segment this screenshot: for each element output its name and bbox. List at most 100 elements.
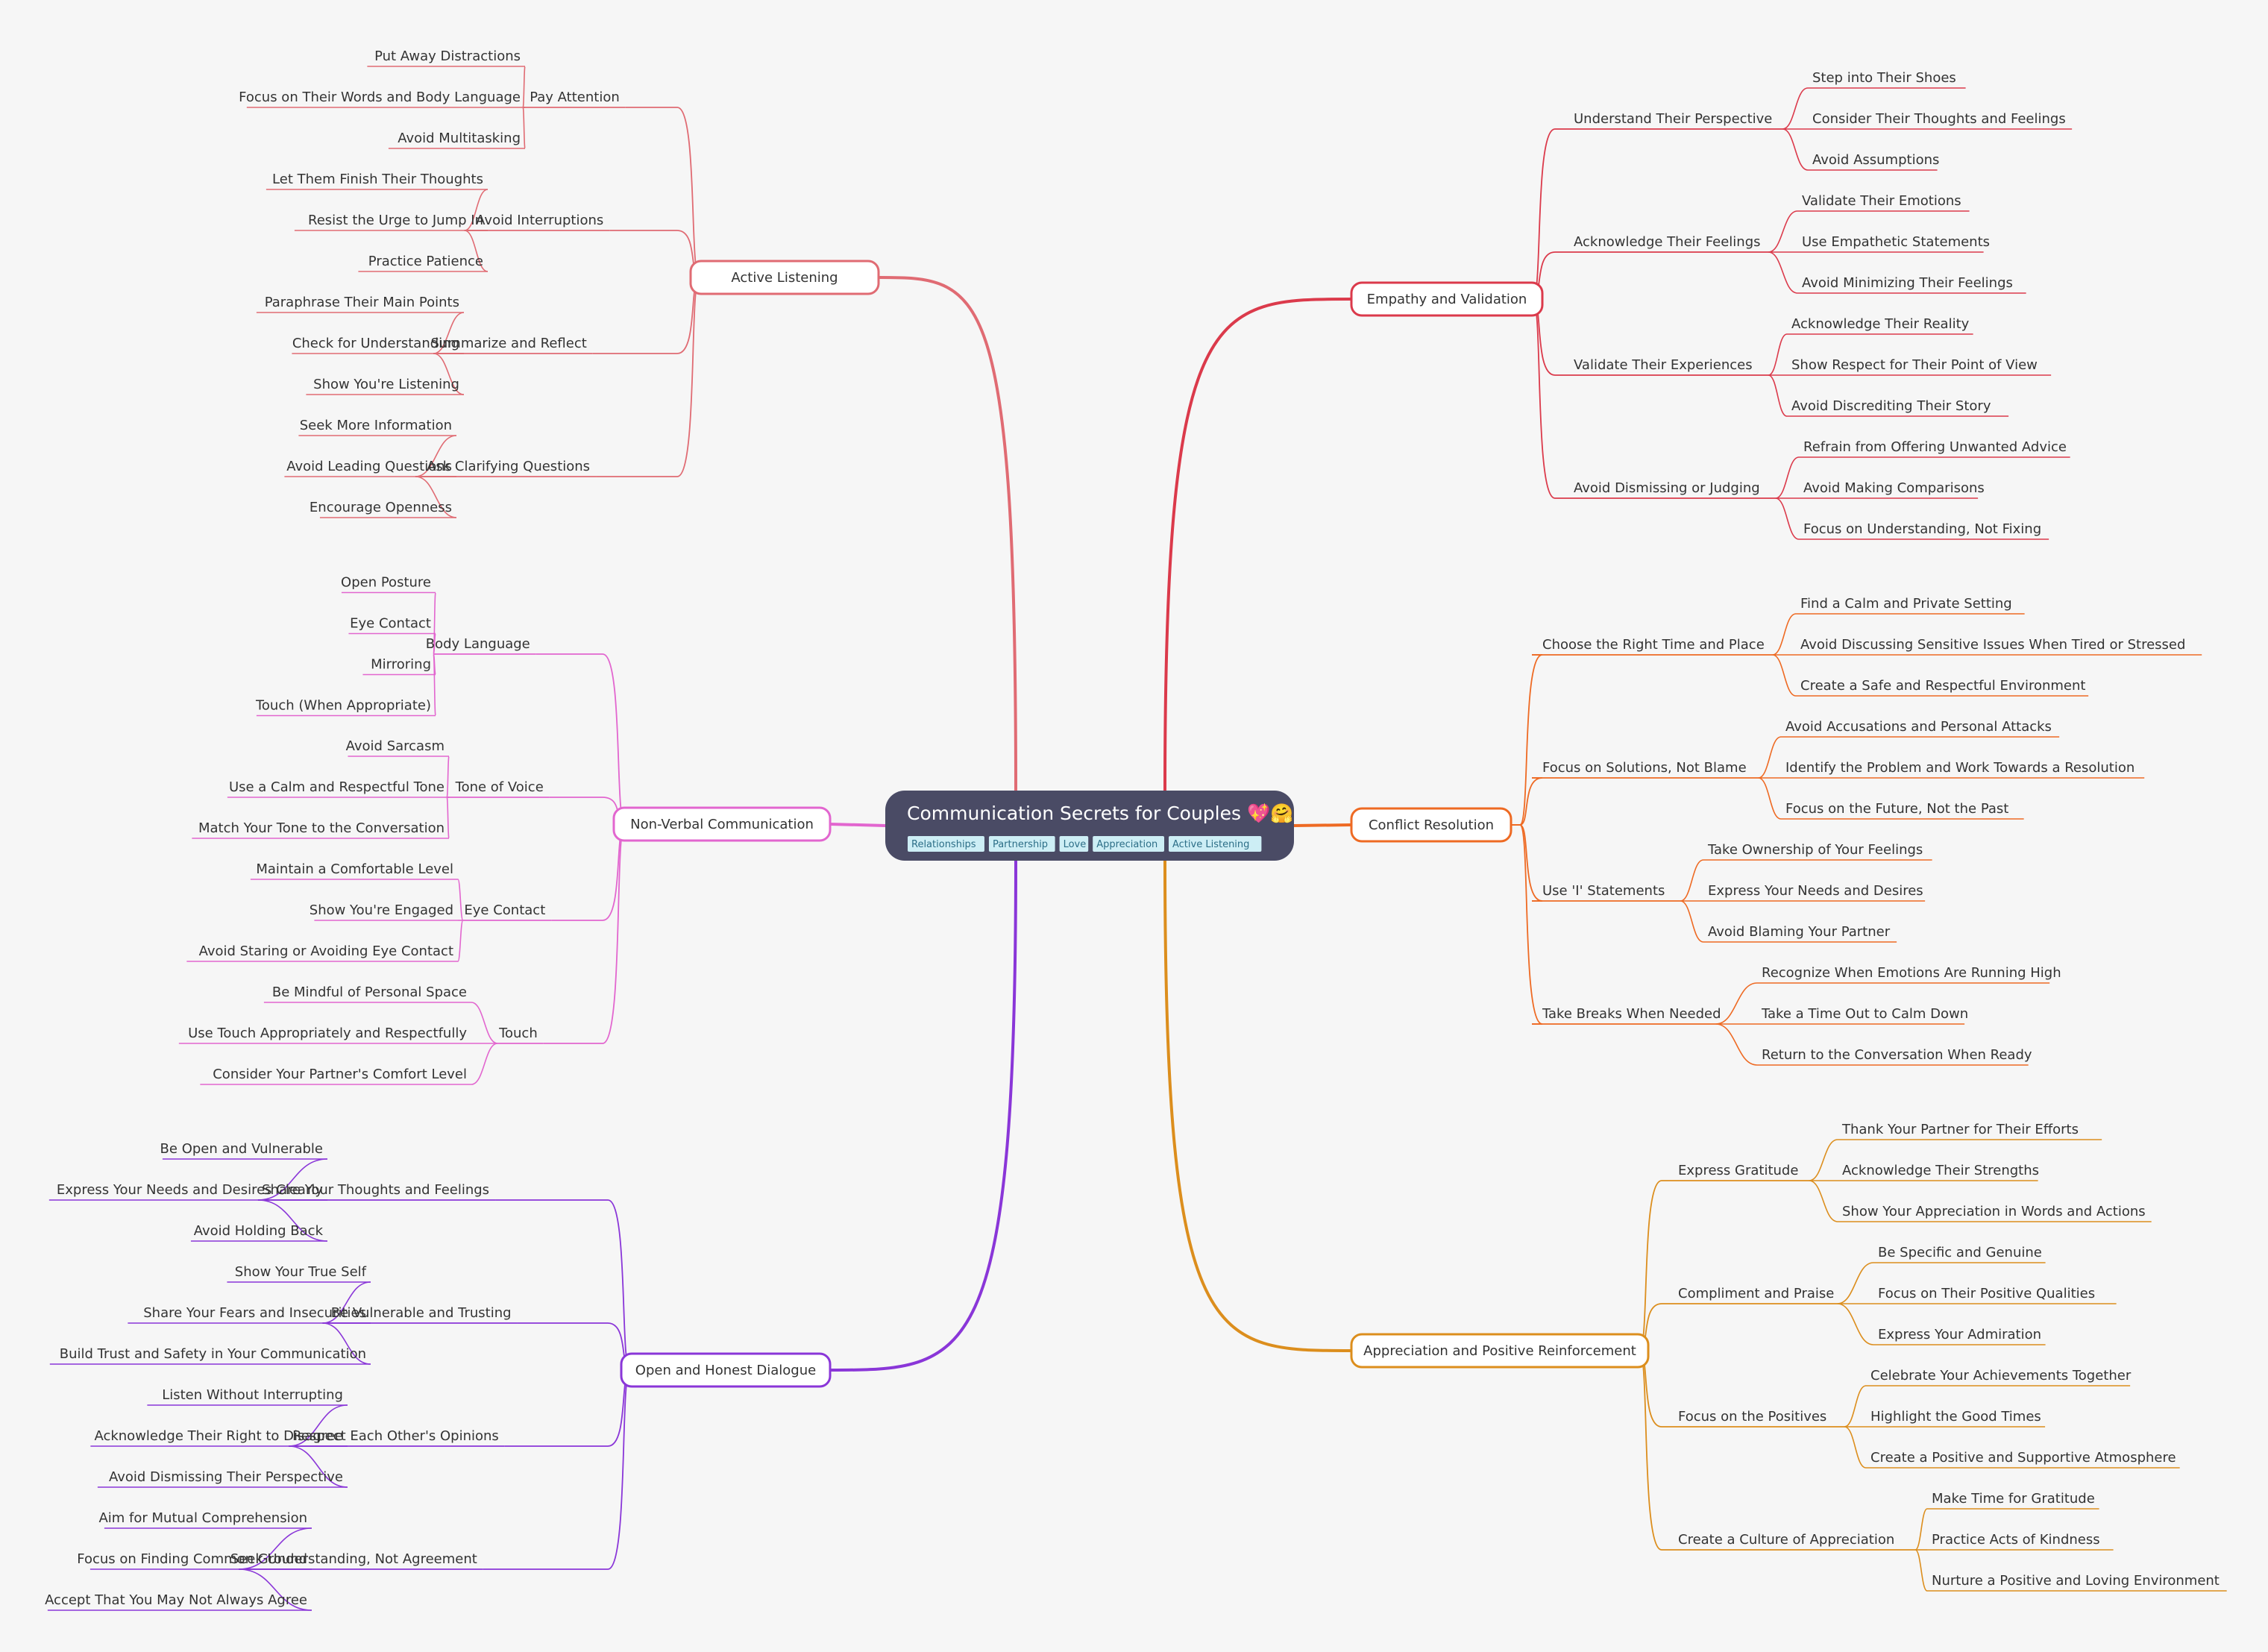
leaf-show-you-re-engaged[interactable]: Show You're Engaged — [310, 902, 458, 921]
branch-node-empathy-and-validation[interactable] — [1350, 281, 1544, 317]
branch-node-active-listening[interactable] — [689, 260, 880, 295]
leaf-make-time-for-gratitude[interactable]: Make Time for Gratitude — [1927, 1491, 2099, 1510]
leaf-touch-when-appropriate[interactable]: Touch (When Appropriate) — [255, 698, 436, 717]
leaf-avoid-holding-back[interactable]: Avoid Holding Back — [190, 1223, 327, 1242]
leaf-resist-the-urge-to-jump-in[interactable]: Resist the Urge to Jump In — [294, 213, 488, 231]
leaf-avoid-dismissing-their-perspective[interactable]: Avoid Dismissing Their Perspective — [97, 1469, 348, 1488]
leaf-eye-contact[interactable]: Eye Contact — [348, 616, 436, 635]
leaf-maintain-a-comfortable-level[interactable]: Maintain a Comfortable Level — [250, 861, 458, 880]
leaf-put-away-distractions[interactable]: Put Away Distractions — [367, 48, 525, 67]
leaf-focus-on-understanding-not-fixing[interactable]: Focus on Understanding, Not Fixing — [1799, 521, 2049, 540]
leaf-avoid-making-comparisons[interactable]: Avoid Making Comparisons — [1799, 480, 1985, 499]
leaf-refrain-from-offering-unwanted-advice[interactable]: Refrain from Offering Unwanted Advice — [1799, 439, 2070, 458]
leaf-accept-that-you-may-not-always-agree[interactable]: Accept That You May Not Always Agree — [45, 1592, 312, 1611]
leaf-use-touch-appropriately-and-respectfully[interactable]: Use Touch Appropriately and Respectfully — [178, 1026, 471, 1044]
leaf-be-specific-and-genuine[interactable]: Be Specific and Genuine — [1873, 1245, 2046, 1263]
leaf-take-a-time-out-to-calm-down[interactable]: Take a Time Out to Calm Down — [1757, 1006, 1968, 1025]
leaf-return-to-the-conversation-when-ready[interactable]: Return to the Conversation When Ready — [1757, 1047, 2032, 1066]
leaf-avoid-blaming-your-partner[interactable]: Avoid Blaming Your Partner — [1703, 924, 1897, 943]
leaf-show-your-true-self[interactable]: Show Your True Self — [227, 1264, 371, 1283]
leaf-consider-your-partner-s-comfort-level[interactable]: Consider Your Partner's Comfort Level — [200, 1067, 471, 1085]
leaf-share-your-fears-and-insecurities[interactable]: Share Your Fears and Insecurities — [128, 1305, 371, 1324]
branch-node-non-verbal-communication[interactable] — [612, 806, 832, 842]
root-node[interactable]: Communication Secrets for Couples 💖🤗 Rel… — [885, 791, 1294, 861]
leaf-practice-acts-of-kindness[interactable]: Practice Acts of Kindness — [1927, 1532, 2114, 1551]
leaf-match-your-tone-to-the-conversation[interactable]: Match Your Tone to the Conversation — [192, 820, 449, 839]
leaf-listen-without-interrupting[interactable]: Listen Without Interrupting — [147, 1387, 348, 1406]
leaf-express-your-needs-and-desires[interactable]: Express Your Needs and Desires — [1703, 883, 1926, 902]
leaf-show-respect-for-their-point-of-view[interactable]: Show Respect for Their Point of View — [1787, 357, 2052, 376]
leaf-find-a-calm-and-private-setting[interactable]: Find a Calm and Private Setting — [1796, 596, 2025, 615]
leaf-be-open-and-vulnerable[interactable]: Be Open and Vulnerable — [160, 1141, 327, 1160]
leaf-celebrate-your-achievements-together[interactable]: Celebrate Your Achievements Together — [1866, 1368, 2132, 1386]
leaf-identify-the-problem-and-work-towards-a-resolution[interactable]: Identify the Problem and Work Towards a … — [1781, 760, 2145, 779]
leaf-create-a-positive-and-supportive-atmosphere[interactable]: Create a Positive and Supportive Atmosph… — [1866, 1450, 2180, 1469]
leaf-show-you-re-listening[interactable]: Show You're Listening — [306, 377, 464, 395]
leaf-acknowledge-their-reality[interactable]: Acknowledge Their Reality — [1787, 316, 1973, 335]
leaf-use-a-calm-and-respectful-tone[interactable]: Use a Calm and Respectful Tone — [227, 779, 449, 798]
leaf-focus-on-the-future-not-the-past[interactable]: Focus on the Future, Not the Past — [1781, 801, 2024, 820]
leaf-practice-patience[interactable]: Practice Patience — [358, 254, 488, 272]
leaf-avoid-accusations-and-personal-attacks[interactable]: Avoid Accusations and Personal Attacks — [1781, 719, 2060, 738]
leaf-validate-their-emotions[interactable]: Validate Their Emotions — [1797, 193, 1970, 212]
leaf-check-for-understanding[interactable]: Check for Understanding — [292, 336, 464, 354]
leaf-create-a-safe-and-respectful-environment[interactable]: Create a Safe and Respectful Environment — [1796, 678, 2089, 697]
leaf-nurture-a-positive-and-loving-environment[interactable]: Nurture a Positive and Loving Environmen… — [1927, 1573, 2227, 1592]
leaf-avoid-multitasking[interactable]: Avoid Multitasking — [388, 131, 525, 149]
leaf-avoid-leading-questions[interactable]: Avoid Leading Questions — [284, 459, 456, 477]
leaf-thank-your-partner-for-their-efforts[interactable]: Thank Your Partner for Their Efforts — [1838, 1122, 2102, 1140]
leaf-consider-their-thoughts-and-feelings[interactable]: Consider Their Thoughts and Feelings — [1808, 111, 2073, 130]
leaf-use-empathetic-statements[interactable]: Use Empathetic Statements — [1797, 234, 1990, 253]
leaf-express-your-admiration[interactable]: Express Your Admiration — [1873, 1327, 2046, 1345]
leaf-avoid-sarcasm[interactable]: Avoid Sarcasm — [346, 738, 449, 757]
leaf-let-them-finish-their-thoughts[interactable]: Let Them Finish Their Thoughts — [266, 172, 488, 190]
leaf-open-posture[interactable]: Open Posture — [341, 575, 436, 594]
leaf-avoid-staring-or-avoiding-eye-contact[interactable]: Avoid Staring or Avoiding Eye Contact — [186, 943, 458, 962]
leaf-build-trust-and-safety-in-your-communication[interactable]: Build Trust and Safety in Your Communica… — [49, 1346, 371, 1365]
leaf-take-ownership-of-your-feelings[interactable]: Take Ownership of Your Feelings — [1703, 842, 1932, 861]
leaf-encourage-openness[interactable]: Encourage Openness — [310, 500, 456, 518]
leaf-show-your-appreciation-in-words-and-actions[interactable]: Show Your Appreciation in Words and Acti… — [1838, 1204, 2152, 1222]
leaf-mirroring[interactable]: Mirroring — [362, 657, 436, 676]
leaf-highlight-the-good-times[interactable]: Highlight the Good Times — [1866, 1409, 2046, 1428]
leaf-step-into-their-shoes[interactable]: Step into Their Shoes — [1808, 70, 1966, 89]
branch-node-open-and-honest-dialogue[interactable] — [620, 1352, 832, 1388]
leaf-recognize-when-emotions-are-running-high[interactable]: Recognize When Emotions Are Running High — [1757, 965, 2061, 984]
leaf-avoid-assumptions[interactable]: Avoid Assumptions — [1808, 152, 1939, 171]
leaf-avoid-minimizing-their-feelings[interactable]: Avoid Minimizing Their Feelings — [1797, 275, 2026, 294]
leaf-paraphrase-their-main-points[interactable]: Paraphrase Their Main Points — [256, 295, 464, 313]
leaf-focus-on-their-positive-qualities[interactable]: Focus on Their Positive Qualities — [1873, 1286, 2117, 1304]
branch-node-appreciation-and-positive-reinforcement[interactable] — [1350, 1333, 1650, 1369]
leaf-acknowledge-their-strengths[interactable]: Acknowledge Their Strengths — [1838, 1163, 2039, 1181]
leaf-aim-for-mutual-comprehension[interactable]: Aim for Mutual Comprehension — [98, 1510, 312, 1529]
leaf-be-mindful-of-personal-space[interactable]: Be Mindful of Personal Space — [263, 984, 471, 1003]
leaf-acknowledge-their-right-to-disagree[interactable]: Acknowledge Their Right to Disagree — [90, 1428, 348, 1447]
leaf-focus-on-finding-common-ground[interactable]: Focus on Finding Common Ground — [77, 1551, 312, 1570]
leaf-seek-more-information[interactable]: Seek More Information — [298, 418, 456, 436]
leaf-avoid-discrediting-their-story[interactable]: Avoid Discrediting Their Story — [1787, 398, 2009, 417]
branch-node-conflict-resolution[interactable] — [1350, 807, 1512, 843]
